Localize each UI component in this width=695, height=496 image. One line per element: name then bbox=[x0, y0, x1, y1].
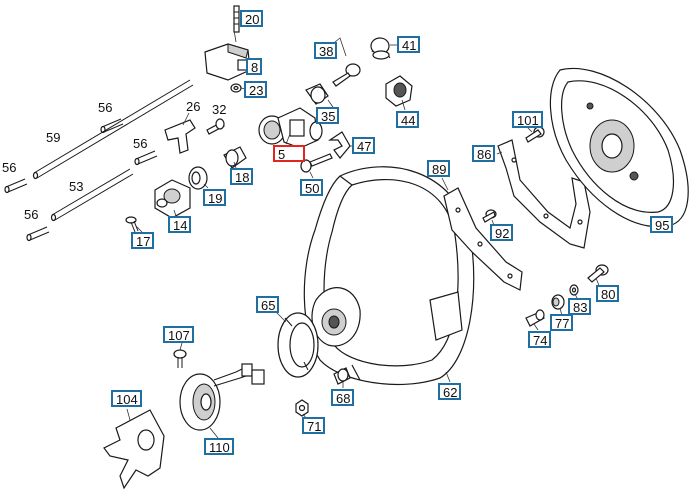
callout-107[interactable]: 107 bbox=[163, 326, 194, 343]
rod-56-bottom bbox=[26, 226, 50, 242]
callout-80[interactable]: 80 bbox=[596, 285, 620, 302]
screw-20 bbox=[233, 5, 240, 33]
callout-71[interactable]: 71 bbox=[302, 417, 326, 434]
callout-95[interactable]: 95 bbox=[650, 216, 674, 233]
callout-41[interactable]: 41 bbox=[397, 36, 421, 53]
label-53: 53 bbox=[69, 179, 84, 194]
label-59: 59 bbox=[46, 130, 61, 145]
callout-20[interactable]: 20 bbox=[240, 10, 264, 27]
key-38 bbox=[314, 37, 361, 87]
bracket-26 bbox=[164, 112, 196, 154]
label-56-top: 56 bbox=[98, 100, 113, 115]
callout-110[interactable]: 110 bbox=[204, 438, 234, 455]
callout-47[interactable]: 47 bbox=[352, 137, 376, 154]
bushing-77 bbox=[551, 294, 565, 310]
callout-18[interactable]: 18 bbox=[230, 168, 254, 185]
spring-41 bbox=[370, 37, 391, 60]
switch-8 bbox=[204, 43, 251, 81]
callout-35[interactable]: 35 bbox=[316, 107, 340, 124]
label-32: 32 bbox=[212, 102, 227, 117]
rod-56-top bbox=[100, 118, 124, 134]
cam-18 bbox=[223, 146, 247, 169]
callout-68[interactable]: 68 bbox=[331, 389, 355, 406]
label-56-left: 56 bbox=[2, 160, 17, 175]
callout-77[interactable]: 77 bbox=[550, 314, 574, 331]
label-26: 26 bbox=[186, 99, 201, 114]
callout-14[interactable]: 14 bbox=[168, 216, 192, 233]
airbag-module-95 bbox=[549, 67, 689, 228]
screw-92 bbox=[482, 209, 497, 223]
rod-53 bbox=[50, 168, 134, 222]
screw-68 bbox=[333, 367, 351, 385]
nut-71 bbox=[295, 399, 309, 417]
callout-5[interactable]: 5 bbox=[273, 145, 305, 162]
bushing-44 bbox=[385, 75, 413, 107]
bracket-89 bbox=[443, 187, 523, 291]
callout-104[interactable]: 104 bbox=[111, 390, 142, 407]
callout-23[interactable]: 23 bbox=[244, 81, 268, 98]
callout-92[interactable]: 92 bbox=[490, 224, 514, 241]
callout-101[interactable]: 101 bbox=[512, 111, 543, 128]
callout-8[interactable]: 8 bbox=[246, 58, 263, 75]
callout-19[interactable]: 19 bbox=[203, 189, 227, 206]
lock-housing-5 bbox=[258, 107, 323, 149]
callout-74[interactable]: 74 bbox=[528, 331, 552, 348]
clock-spring-110 bbox=[179, 363, 265, 431]
callout-65[interactable]: 65 bbox=[256, 296, 280, 313]
clip-47 bbox=[328, 131, 351, 159]
bushing-19 bbox=[188, 166, 208, 190]
callout-83[interactable]: 83 bbox=[568, 298, 592, 315]
steering-wheel-62 bbox=[303, 166, 475, 386]
screw-32 bbox=[206, 118, 225, 135]
screw-74 bbox=[525, 309, 545, 327]
callout-62[interactable]: 62 bbox=[438, 383, 462, 400]
callout-44[interactable]: 44 bbox=[396, 111, 420, 128]
callout-17[interactable]: 17 bbox=[131, 232, 155, 249]
bracket-104 bbox=[103, 409, 165, 490]
housing-14 bbox=[154, 179, 191, 219]
callout-86[interactable]: 86 bbox=[472, 145, 496, 162]
screw-17 bbox=[125, 216, 139, 233]
callout-38[interactable]: 38 bbox=[314, 42, 338, 59]
screw-107 bbox=[173, 349, 187, 368]
rod-56-left bbox=[4, 178, 28, 194]
washer-83 bbox=[569, 284, 579, 296]
screw-50 bbox=[300, 153, 333, 173]
rod-56-mid bbox=[134, 150, 158, 166]
label-56-mid: 56 bbox=[133, 136, 148, 151]
cylinder-35 bbox=[305, 83, 329, 105]
label-56-bottom: 56 bbox=[24, 207, 39, 222]
callout-50[interactable]: 50 bbox=[300, 179, 324, 196]
rod-59 bbox=[32, 79, 194, 180]
washer-23 bbox=[230, 83, 242, 93]
contact-ring-65 bbox=[277, 312, 319, 378]
screw-101 bbox=[525, 126, 545, 143]
screw-80 bbox=[587, 264, 609, 283]
callout-89[interactable]: 89 bbox=[427, 160, 451, 177]
